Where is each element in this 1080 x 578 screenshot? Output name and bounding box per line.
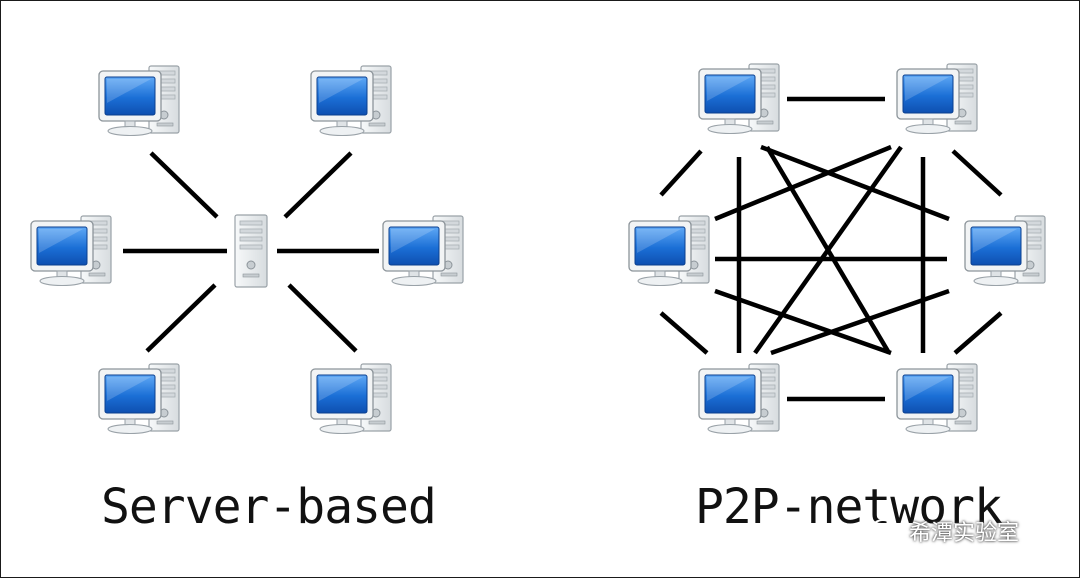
central-server-icon: [234, 214, 268, 288]
server-based-caption: Server-based: [101, 479, 437, 535]
server-link-top-left: [149, 151, 219, 219]
p2p-peer-left-icon: [628, 215, 710, 287]
p2p-peer-bottom-right-icon: [896, 363, 978, 435]
p2p-peer-right-icon: [964, 215, 1046, 287]
p2p-link: [714, 144, 892, 222]
p2p-peer-bottom-left-icon: [698, 363, 780, 435]
server-link-top-right: [283, 151, 353, 219]
server-client-bottom-left-icon: [98, 363, 180, 435]
server-client-right-icon: [382, 215, 464, 287]
server-client-top-right-icon: [310, 65, 392, 137]
watermark: 希潭实验室: [871, 515, 1019, 547]
server-client-bottom-right-icon: [310, 363, 392, 435]
p2p-link: [770, 288, 950, 356]
p2p-link: [760, 144, 950, 222]
server-link-bottom-right: [287, 283, 358, 353]
server-client-left-icon: [30, 215, 112, 287]
wechat-icon: [871, 519, 900, 541]
p2p-peer-top-right-icon: [896, 63, 978, 135]
p2p-link: [714, 288, 892, 356]
watermark-text: 希潭实验室: [909, 521, 1020, 546]
p2p-peer-top-left-icon: [698, 63, 780, 135]
server-link-bottom-left: [145, 283, 217, 353]
server-client-top-left-icon: [98, 65, 180, 137]
p2p-link: [753, 145, 903, 355]
p2p-link: [951, 149, 1003, 197]
p2p-link: [659, 311, 709, 355]
p2p-link: [953, 311, 1003, 355]
p2p-network-caption: P2P-network: [695, 479, 1003, 535]
p2p-link: [659, 149, 703, 197]
